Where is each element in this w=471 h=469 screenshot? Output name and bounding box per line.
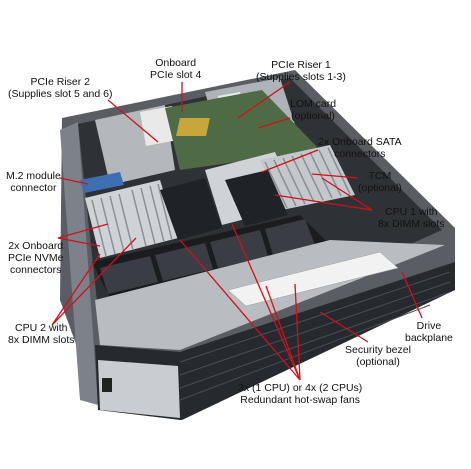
- label-tcm: TCM (optional): [358, 170, 402, 194]
- label-lom-card: LOM card (optional): [290, 98, 337, 122]
- front-ear-left: [98, 360, 180, 418]
- leader-fan-4: [294, 283, 301, 381]
- chassis-left-wall: [60, 122, 98, 405]
- leader-cpu2-b: [51, 253, 101, 326]
- front-bezel-lock: [102, 378, 112, 392]
- leader-nvme-b: [57, 237, 101, 247]
- leader-cpu1-b: [321, 177, 373, 211]
- leader-fan-2: [231, 223, 301, 381]
- cpu2-dimm-slots: [91, 183, 173, 257]
- fan-modules: [100, 219, 315, 294]
- label-nvme-connectors: 2x Onboard PCIe NVMe connectors: [8, 240, 64, 276]
- cpu2-dimm-bank: [85, 180, 178, 258]
- leader-lom: [257, 117, 291, 129]
- security-bezel: [95, 262, 455, 420]
- label-cpu1: CPU 1 with 8x DIMM slots: [378, 206, 445, 230]
- label-fans: 3x (1 CPU) or 4x (2 CPUs) Redundant hot-…: [238, 382, 363, 406]
- leader-fan-1: [179, 239, 301, 381]
- label-pcie-riser2: PCIe Riser 2 (Supplies slot 5 and 6): [8, 76, 113, 100]
- leader-sata: [261, 149, 319, 173]
- label-drive-backplane: Drive backplane: [405, 320, 453, 344]
- leader-backplane: [401, 271, 423, 319]
- label-m2-connector: M.2 module connector: [6, 170, 61, 194]
- leader-lines: [51, 81, 423, 381]
- leader-cpu1-a: [274, 194, 373, 211]
- service-label: [227, 251, 399, 307]
- label-sata-connectors: 2x Onboard SATA connectors: [318, 136, 402, 160]
- leader-riser2: [107, 99, 159, 143]
- cpu1-heatsink: [225, 170, 288, 226]
- leader-cpu2-a: [51, 237, 137, 326]
- leader-nvme-a: [57, 223, 109, 239]
- airflow-duct: [80, 172, 124, 193]
- label-security-bezel: Security bezel (optional): [345, 344, 411, 368]
- leader-bezel: [319, 311, 369, 343]
- cpu2-heatsink: [160, 178, 222, 240]
- leader-riser1: [237, 81, 291, 119]
- label-cpu2: CPU 2 with 8x DIMM slots: [8, 322, 75, 346]
- leader-m2: [59, 177, 89, 185]
- leader-tcm: [311, 173, 359, 179]
- bezel-mesh: [179, 271, 451, 401]
- motherboard-rear: [165, 90, 320, 170]
- label-onboard-pcie-slot4: Onboard PCIe slot 4: [150, 57, 202, 81]
- leader-fan-3: [265, 285, 301, 381]
- label-pcie-riser1: PCIe Riser 1 (Supplies slots 1-3): [256, 59, 346, 83]
- lom-card: [176, 118, 210, 136]
